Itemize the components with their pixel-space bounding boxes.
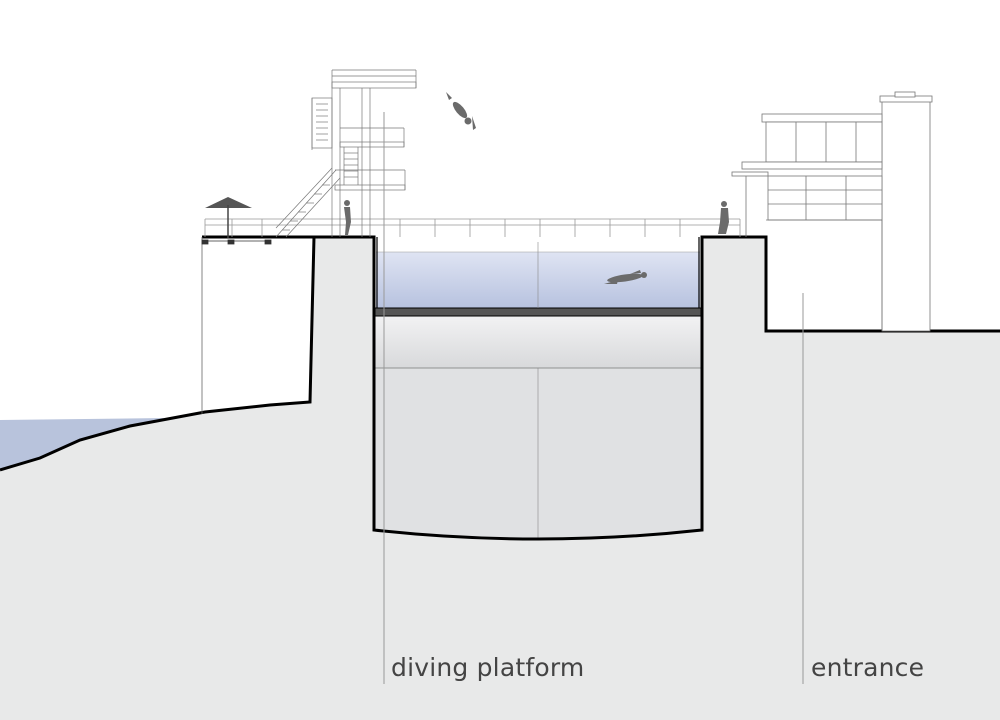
label-diving-platform: diving platform [391,653,585,682]
swimmer-figure-icon [604,270,647,284]
pool-wall-outline [314,235,1000,541]
umbrella-icon [205,197,252,238]
deck-railing [204,218,741,237]
basin-middle-band [374,316,702,368]
diver-figure-icon [446,92,476,130]
standing-person-left-icon [344,200,351,235]
diving-tower [275,69,417,238]
entrance-building [731,91,933,332]
pool-floor-slab [373,307,703,317]
label-entrance: entrance [811,653,925,682]
standing-person-right-icon [718,201,729,234]
left-terrace [201,237,272,414]
section-outline [0,235,316,472]
